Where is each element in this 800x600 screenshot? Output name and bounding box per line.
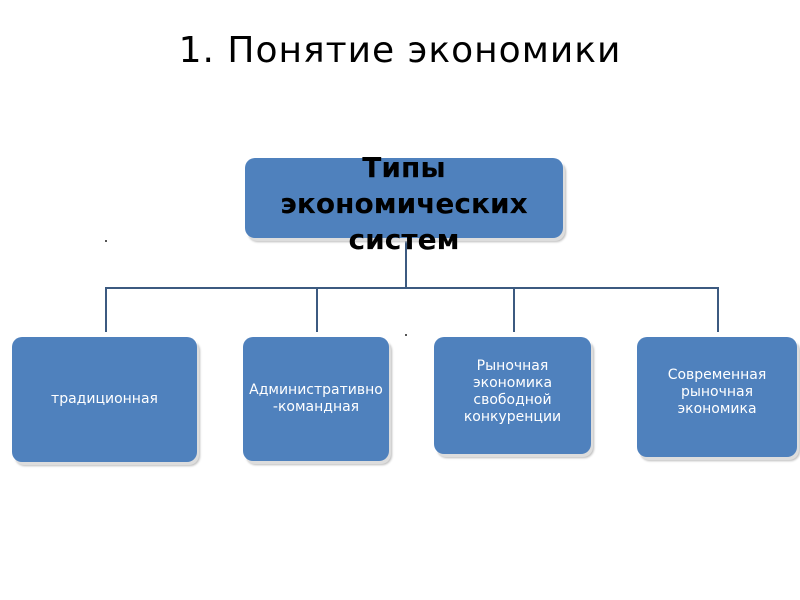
connector-line (316, 287, 318, 332)
child-node-label: традиционная (51, 391, 158, 407)
slide-title: 1. Понятие экономики (178, 30, 622, 71)
stray-dot (405, 334, 407, 336)
child-node-label: Административно-командная (249, 382, 383, 415)
connector-line (105, 287, 107, 332)
connector-line (106, 287, 719, 289)
connector-line (405, 238, 407, 289)
child-node-modern-market: Современная рыночная экономика (637, 337, 797, 457)
root-node: Типы экономических систем (245, 151, 563, 256)
connector-line (513, 287, 515, 332)
child-node-free-market: Рыночная экономика свободной конкуренции (434, 337, 591, 454)
root-node-label: Типы экономических систем (280, 151, 528, 256)
stray-dot (105, 240, 107, 242)
connector-line (717, 287, 719, 332)
child-node-label: Современная рыночная экономика (667, 366, 767, 417)
child-node-traditional: традиционная (12, 337, 197, 462)
child-node-label: Рыночная экономика свободной конкуренции (463, 357, 562, 425)
child-node-command: Административно-командная (243, 337, 389, 461)
